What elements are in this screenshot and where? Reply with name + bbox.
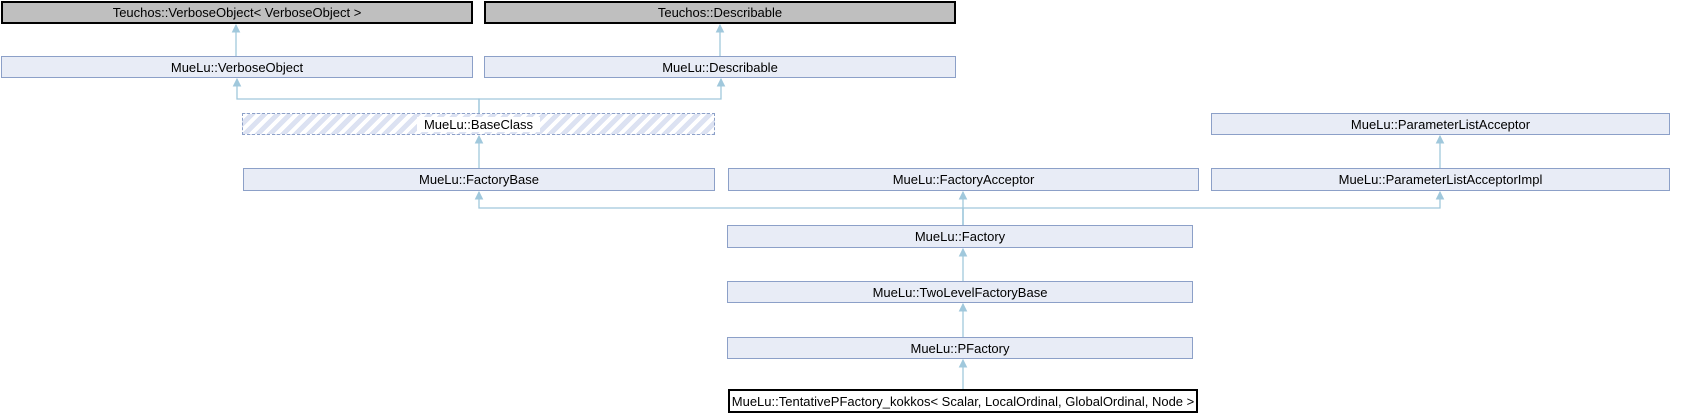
inheritance-arrowhead <box>958 302 968 312</box>
inheritance-edge-muelu-factory-to-muelu-parameterlistacceptorimpl <box>962 192 1441 225</box>
class-node-muelu-describable[interactable]: MueLu::Describable <box>484 56 956 78</box>
inheritance-arrowhead <box>1435 134 1445 144</box>
class-node-muelu-tentativepfactory-kokkos: MueLu::TentativePFactory_kokkos< Scalar,… <box>728 389 1198 413</box>
inheritance-edge-muelu-baseclass-to-muelu-describable <box>478 79 722 113</box>
class-node-label: MueLu::ParameterListAcceptorImpl <box>1338 172 1543 187</box>
class-node-label: MueLu::VerboseObject <box>170 59 304 75</box>
class-node-muelu-factory[interactable]: MueLu::Factory <box>727 225 1193 248</box>
class-node-label: MueLu::BaseClass <box>416 116 541 132</box>
inheritance-arrowhead <box>474 190 484 200</box>
class-node-muelu-baseclass[interactable]: MueLu::BaseClass <box>242 113 715 135</box>
class-node-muelu-factoryacceptor[interactable]: MueLu::FactoryAcceptor <box>728 168 1199 191</box>
inheritance-edge-muelu-baseclass-to-muelu-verboseobject <box>236 79 480 113</box>
inheritance-edge-muelu-factory-to-muelu-factorybase <box>478 192 964 225</box>
class-node-label: MueLu::ParameterListAcceptor <box>1350 116 1531 132</box>
class-node-label: Teuchos::VerboseObject< VerboseObject > <box>112 5 362 20</box>
class-node-muelu-factorybase[interactable]: MueLu::FactoryBase <box>243 168 715 191</box>
class-node-teuchos-verboseobject[interactable]: Teuchos::VerboseObject< VerboseObject > <box>1 1 473 24</box>
class-node-label: MueLu::FactoryBase <box>419 172 539 187</box>
class-node-teuchos-describable[interactable]: Teuchos::Describable <box>484 1 956 24</box>
class-node-muelu-twolevelfactorybase[interactable]: MueLu::TwoLevelFactoryBase <box>727 281 1193 303</box>
inheritance-arrowhead <box>1435 190 1445 200</box>
class-node-label: MueLu::TwoLevelFactoryBase <box>872 284 1048 300</box>
inheritance-arrowhead <box>958 247 968 257</box>
inheritance-arrowhead <box>232 77 242 87</box>
inheritance-arrowhead <box>231 23 241 33</box>
inheritance-arrowhead <box>715 23 725 33</box>
inheritance-arrowhead <box>958 190 968 200</box>
class-node-label: MueLu::PFactory <box>910 340 1010 356</box>
class-node-label: Teuchos::Describable <box>657 5 783 20</box>
class-node-muelu-parameterlistacceptor[interactable]: MueLu::ParameterListAcceptor <box>1211 113 1670 135</box>
class-node-muelu-verboseobject[interactable]: MueLu::VerboseObject <box>1 56 473 78</box>
class-node-muelu-parameterlistacceptorimpl[interactable]: MueLu::ParameterListAcceptorImpl <box>1211 168 1670 191</box>
inheritance-arrowhead <box>716 77 726 87</box>
class-node-label: MueLu::FactoryAcceptor <box>892 172 1035 187</box>
class-node-label: MueLu::Describable <box>662 59 778 75</box>
class-node-label: MueLu::Factory <box>914 229 1006 244</box>
class-node-muelu-pfactory[interactable]: MueLu::PFactory <box>727 337 1193 359</box>
class-node-label: MueLu::TentativePFactory_kokkos< Scalar,… <box>731 393 1195 409</box>
inheritance-arrowhead <box>958 358 968 368</box>
inheritance-arrowhead <box>474 134 484 144</box>
